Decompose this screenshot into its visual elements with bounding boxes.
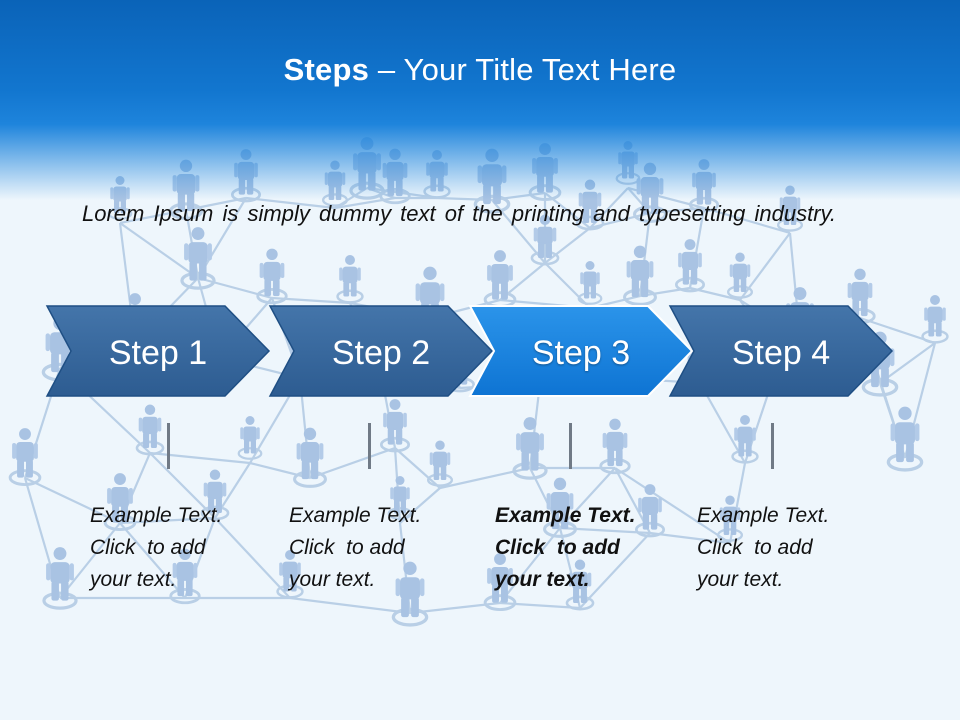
step-1-desc-line-3: your text.: [90, 568, 177, 591]
person-figure: [483, 553, 517, 612]
person-figure: [135, 404, 165, 456]
step-2-desc-line-2: Click to add: [289, 536, 405, 559]
person-figure: [287, 331, 313, 375]
person-figure: [276, 550, 304, 599]
step-4-connector: [771, 423, 774, 469]
title-rest: – Your Title Text Here: [369, 52, 677, 87]
header-band: [0, 0, 960, 200]
person-figure: [205, 309, 235, 361]
network-link: [197, 276, 273, 300]
person-figure: [530, 214, 560, 266]
person-figure: [731, 415, 759, 464]
person-figure: [726, 252, 754, 299]
network-link: [703, 206, 791, 235]
person-figure: [577, 261, 603, 305]
step-2-desc-line-1: Example Text.: [289, 504, 422, 527]
network-link: [559, 467, 616, 529]
person-figure: [336, 255, 364, 304]
step-2-description[interactable]: Example Text. Click to add your text.: [289, 500, 459, 596]
person-figure: [599, 418, 631, 475]
step-3-desc-line-3: your text.: [495, 568, 590, 591]
person-figure: [237, 416, 263, 460]
person-figure: [293, 427, 327, 488]
network-link: [439, 466, 531, 490]
network-link: [214, 517, 291, 599]
network-link: [544, 227, 591, 264]
person-figure: [8, 428, 42, 487]
step-4-desc-line-1: Example Text.: [697, 504, 830, 527]
step-3-desc-line-2: Click to add: [495, 536, 620, 559]
network-link: [614, 467, 731, 544]
step-4-desc-line-2: Click to add: [697, 536, 813, 559]
network-link: [59, 367, 151, 454]
step-2-desc-line-3: your text.: [289, 568, 376, 591]
person-figure: [716, 495, 744, 542]
person-figure: [444, 339, 476, 393]
person-figure: [634, 484, 666, 538]
network-link: [119, 208, 187, 225]
network-link: [309, 446, 396, 480]
network-link: [649, 531, 731, 545]
person-figure: [543, 477, 577, 538]
step-1-connector: [167, 423, 170, 469]
step-1-description[interactable]: Example Text. Click to add your text.: [90, 500, 260, 596]
person-figure: [512, 417, 548, 480]
network-link: [119, 522, 186, 599]
network-link: [24, 477, 121, 524]
person-figure: [180, 227, 216, 290]
step-2-connector: [368, 423, 371, 469]
person-figure: [526, 335, 554, 382]
person-figure: [200, 469, 230, 521]
title-bold: Steps: [283, 52, 370, 87]
step-3-desc-line-1: Example Text.: [495, 504, 636, 527]
network-link: [149, 451, 251, 465]
person-figure: [623, 245, 657, 306]
step-1-desc-line-1: Example Text.: [90, 504, 223, 527]
step-1-desc-line-2: Click to add: [90, 536, 206, 559]
person-figure: [844, 268, 876, 325]
person-figure: [426, 440, 454, 487]
step-3-description[interactable]: Example Text. Click to add your text.: [495, 500, 665, 596]
network-link: [539, 376, 621, 385]
network-link: [379, 366, 461, 390]
slide-title[interactable]: Steps – Your Title Text Here: [0, 52, 960, 88]
intro-text[interactable]: Lorem Ipsum is simply dummy text of the …: [82, 201, 837, 226]
network-link: [544, 262, 591, 309]
person-figure: [674, 239, 706, 293]
network-link: [394, 447, 441, 489]
step-4-description[interactable]: Example Text. Click to add your text.: [697, 500, 867, 596]
person-figure: [42, 547, 78, 610]
person-figure: [256, 248, 288, 305]
person-figure: [103, 473, 137, 532]
person-figure: [391, 561, 429, 627]
network-link: [289, 596, 411, 615]
person-figure: [169, 548, 201, 605]
step-3-connector: [569, 423, 572, 469]
person-figure: [565, 559, 595, 611]
network-link: [59, 522, 121, 599]
person-figure: [921, 295, 949, 344]
network-link: [579, 532, 651, 609]
person-figure: [483, 250, 517, 309]
step-4-desc-line-3: your text.: [697, 568, 784, 591]
person-figure: [886, 406, 924, 472]
network-link: [249, 461, 311, 480]
person-figure: [387, 476, 413, 520]
network-link: [119, 222, 199, 279]
person-figure: [379, 399, 411, 453]
network-link: [149, 452, 216, 519]
network-link: [499, 527, 561, 604]
